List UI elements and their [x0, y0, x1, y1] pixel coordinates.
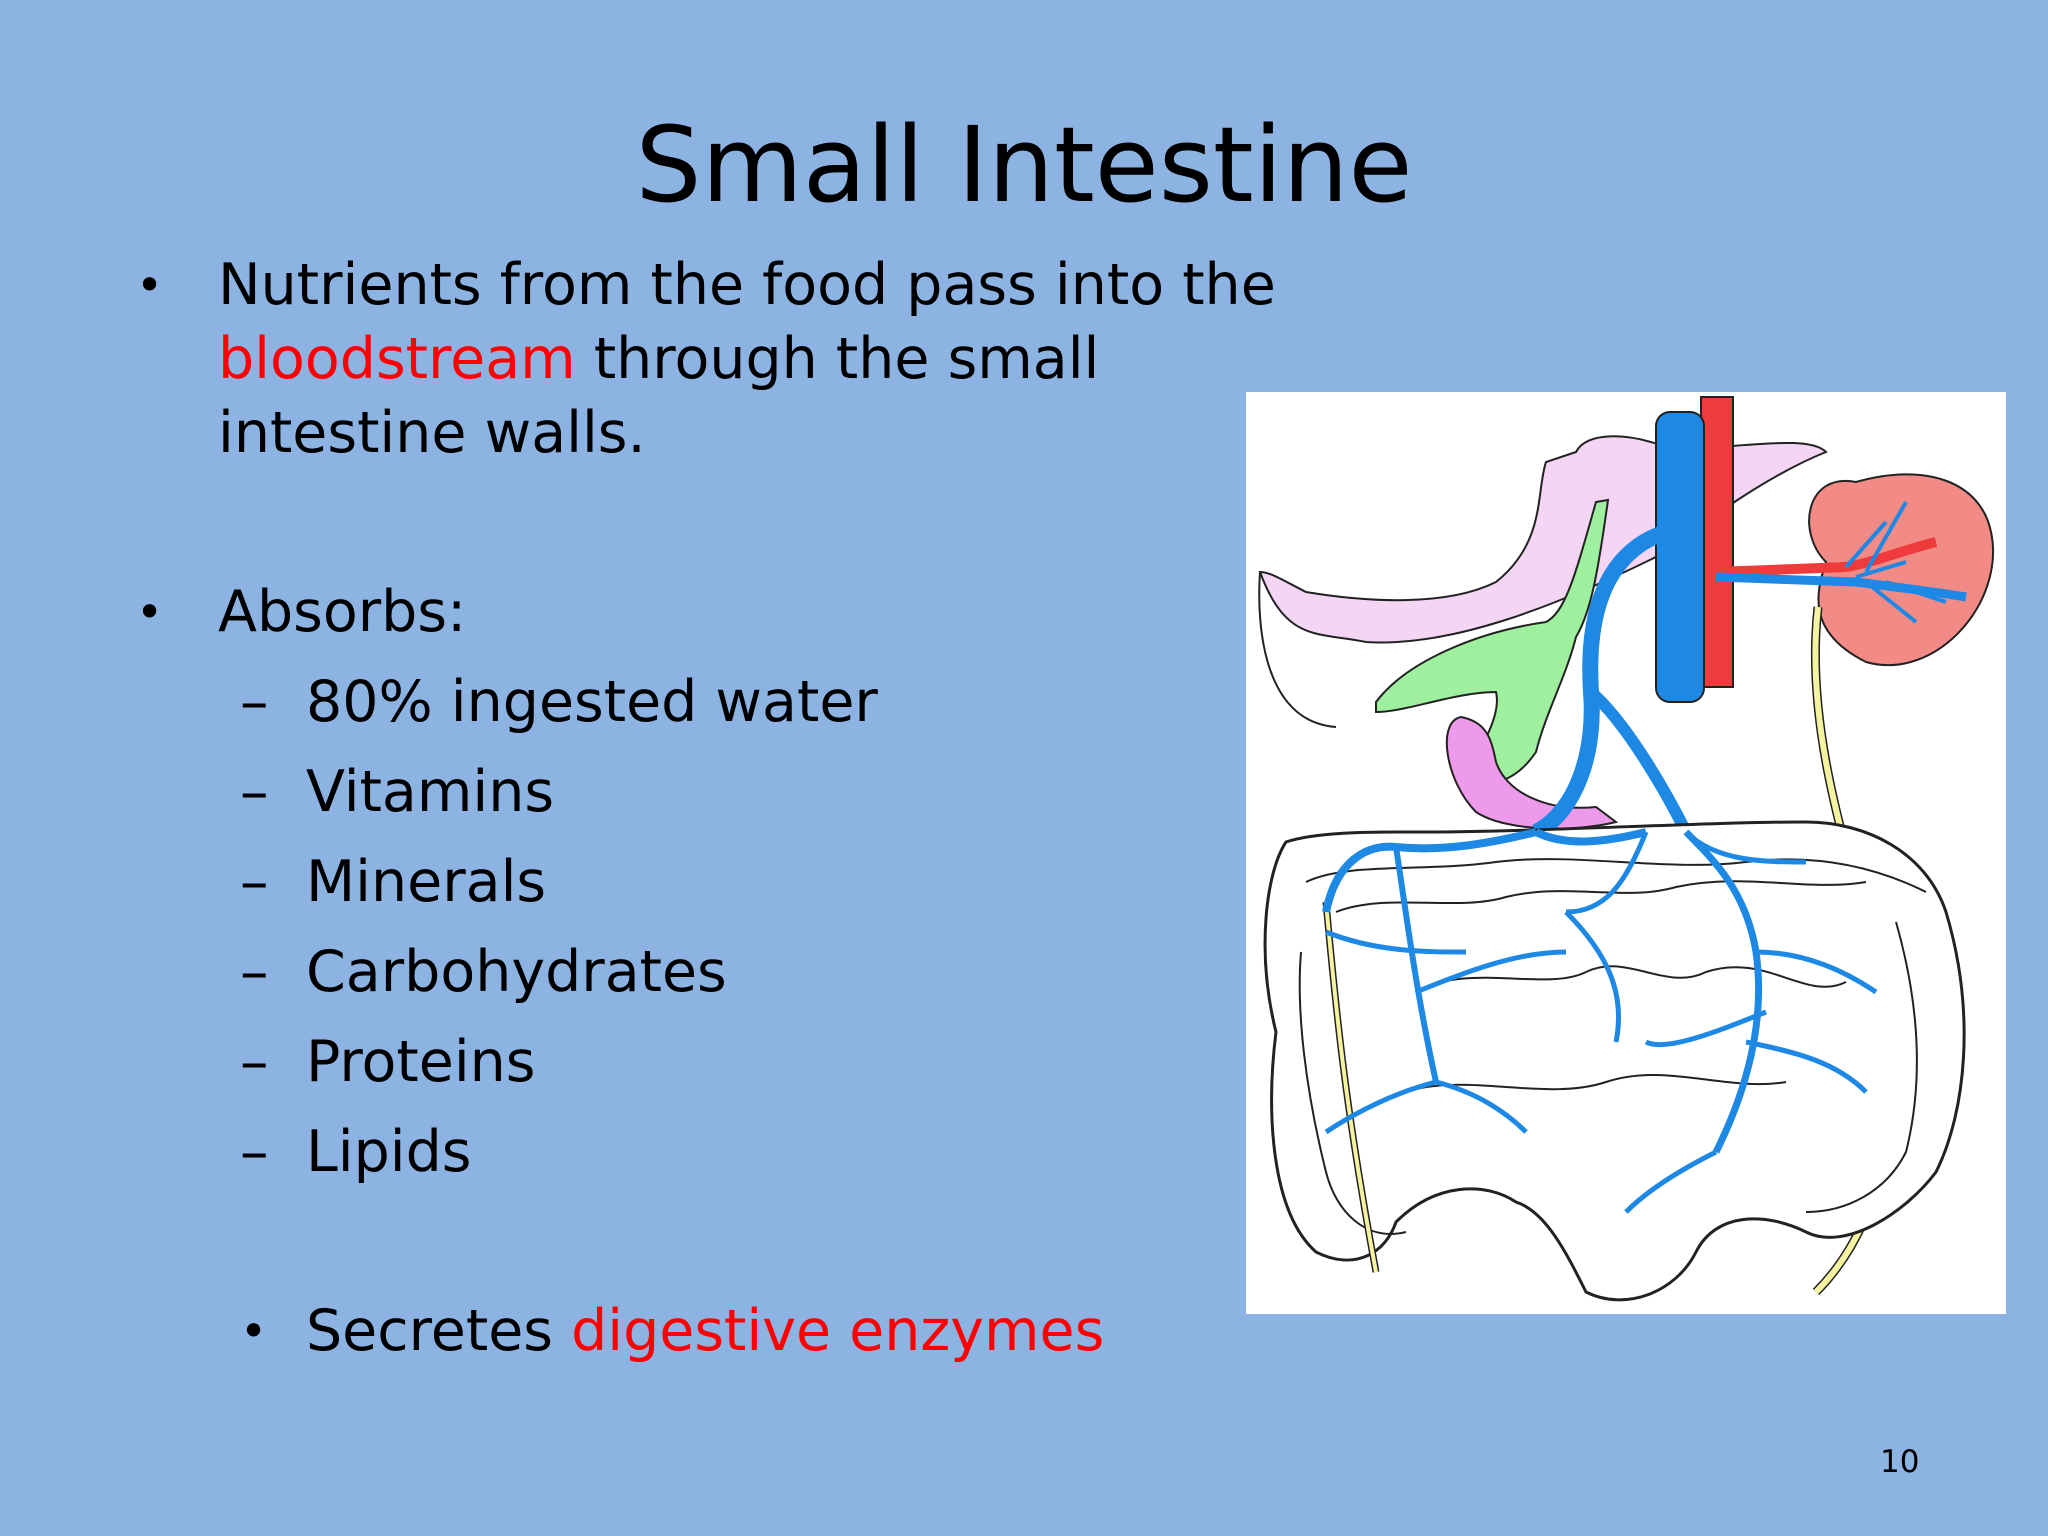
bullet-text: Secretes digestive enzymes [306, 1294, 1104, 1368]
sub-item-text: 80% ingested water [306, 669, 878, 735]
dash: – [240, 669, 269, 735]
dash: – [240, 759, 269, 825]
dash: – [240, 849, 269, 915]
slide-title: Small Intestine [635, 104, 1413, 226]
bullet-dot: • [136, 258, 164, 312]
digestive-system-illustration-icon [1258, 396, 1994, 1302]
page-number: 10 [1880, 1444, 1920, 1480]
bullet-text: Nutrients from the food pass into the bl… [218, 248, 1338, 470]
highlight-digestive-enzymes: digestive enzymes [571, 1298, 1105, 1364]
sub-item-text: Carbohydrates [306, 939, 727, 1005]
highlight-bloodstream: bloodstream [218, 326, 576, 392]
bullet-dot: • [240, 1304, 268, 1358]
bullet-text-part: through the small intestine walls. [218, 326, 1100, 466]
sub-item-text: Vitamins [306, 759, 555, 825]
bullet-label: Absorbs: [218, 579, 467, 645]
digestive-system-figure [1246, 392, 2006, 1314]
bullet-dot: • [136, 585, 164, 639]
sub-item-text: Minerals [306, 849, 547, 915]
dash: – [240, 939, 269, 1005]
dash: – [240, 1119, 269, 1185]
bullet-text-part: Nutrients from the food pass into the [218, 252, 1276, 318]
dash: – [240, 1029, 269, 1095]
sub-item-text: Lipids [306, 1119, 472, 1185]
bullet-text-part: Secretes [306, 1298, 572, 1364]
sub-item-text: Proteins [306, 1029, 536, 1095]
